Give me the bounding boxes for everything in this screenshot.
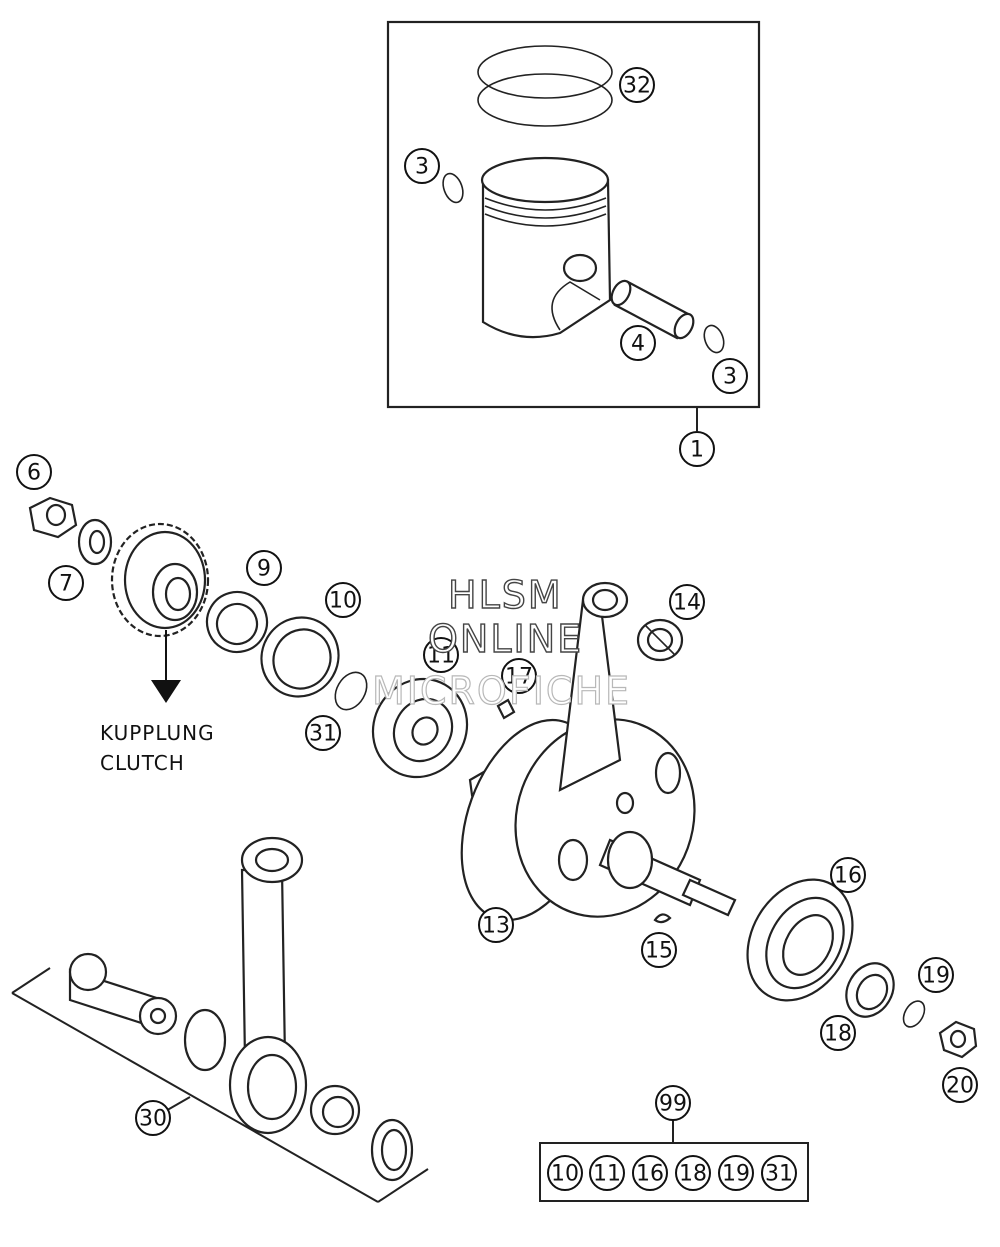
callout-31[interactable]: 31: [305, 715, 341, 751]
svg-text:13: 13: [482, 914, 510, 939]
svg-text:99: 99: [659, 1092, 687, 1117]
svg-text:3: 3: [723, 365, 737, 390]
callout-7[interactable]: 7: [48, 565, 84, 601]
circlip-left: [442, 172, 464, 204]
svg-text:18: 18: [679, 1162, 707, 1187]
main-bearing-left: [371, 677, 469, 779]
callout-3-right[interactable]: 3: [712, 358, 748, 394]
svg-text:15: 15: [645, 939, 673, 964]
svg-text:10: 10: [551, 1162, 579, 1187]
label-clutch: CLUTCH: [100, 751, 185, 775]
washer: [77, 518, 113, 566]
needle-bearing-small-end: [636, 618, 684, 662]
callout-10[interactable]: 10: [325, 582, 361, 618]
svg-text:11: 11: [427, 644, 455, 669]
callout-17[interactable]: 17: [501, 658, 537, 694]
piston-ring-upper: [477, 45, 613, 99]
svg-text:16: 16: [636, 1162, 664, 1187]
svg-text:3: 3: [415, 155, 429, 180]
nut-right: [938, 1020, 978, 1059]
svg-text:31: 31: [765, 1162, 793, 1187]
callout-3-left[interactable]: 3: [404, 148, 440, 184]
svg-text:7: 7: [59, 572, 73, 597]
svg-text:20: 20: [946, 1074, 974, 1099]
shaft-seal: [260, 616, 340, 698]
callout-20[interactable]: 20: [942, 1067, 978, 1103]
watermark-line-2: ONLINE: [428, 617, 583, 661]
svg-text:9: 9: [257, 557, 271, 582]
kit-99-item-18[interactable]: 18: [675, 1155, 711, 1191]
callout-19[interactable]: 19: [918, 957, 954, 993]
svg-text:6: 6: [27, 461, 41, 486]
label-kupplung: KUPPLUNG: [100, 721, 215, 745]
piston-kit-frame: [386, 20, 761, 409]
callout-30[interactable]: 30: [135, 1100, 171, 1136]
piston: [480, 156, 612, 339]
kit-99-item-16[interactable]: 16: [632, 1155, 668, 1191]
svg-text:19: 19: [922, 964, 950, 989]
lock-washer: [902, 1000, 926, 1028]
watermark-line-1: HLSM: [448, 573, 563, 617]
piston-pin: [610, 279, 695, 340]
kit-99-item-11[interactable]: 11: [589, 1155, 625, 1191]
svg-text:10: 10: [329, 589, 357, 614]
svg-text:30: 30: [139, 1107, 167, 1132]
svg-text:18: 18: [824, 1022, 852, 1047]
callout-6[interactable]: 6: [16, 454, 52, 490]
callout-99[interactable]: 99: [655, 1085, 691, 1121]
spacer-ring: [205, 590, 269, 654]
kit-99-item-19[interactable]: 19: [718, 1155, 754, 1191]
svg-text:17: 17: [505, 665, 533, 690]
piston-ring-lower: [477, 73, 613, 127]
callout-18[interactable]: 18: [820, 1015, 856, 1051]
woodruff-key-right: [653, 913, 672, 924]
callout-4[interactable]: 4: [620, 325, 656, 361]
svg-text:11: 11: [593, 1162, 621, 1187]
kit-99-item-10[interactable]: 10: [547, 1155, 583, 1191]
nut: [28, 496, 78, 539]
callout-11[interactable]: 11: [423, 637, 459, 673]
kit-99-item-31[interactable]: 31: [761, 1155, 797, 1191]
callout-1[interactable]: 1: [679, 431, 715, 467]
crankshaft: [460, 581, 737, 922]
callout-13[interactable]: 13: [478, 907, 514, 943]
circlip-right: [703, 324, 725, 354]
kit-99-frame: [539, 1142, 809, 1202]
callout-15[interactable]: 15: [641, 932, 677, 968]
primary-gear: [110, 522, 210, 638]
svg-text:19: 19: [722, 1162, 750, 1187]
arrow-to-clutch-head: [151, 680, 181, 703]
callout-14[interactable]: 14: [669, 584, 705, 620]
conrod-kit: [11, 836, 429, 1203]
woodruff-key-left: [496, 698, 516, 720]
svg-text:1: 1: [690, 438, 704, 463]
spacer-right: [845, 962, 895, 1018]
callout-9[interactable]: 9: [246, 550, 282, 586]
svg-text:4: 4: [631, 332, 645, 357]
watermark: HLSM ONLINE MICROFICHE: [371, 572, 631, 713]
svg-text:32: 32: [623, 74, 651, 99]
piston-kit-group: [386, 20, 761, 409]
svg-text:31: 31: [309, 722, 337, 747]
o-ring: [334, 671, 368, 711]
callout-16[interactable]: 16: [830, 857, 866, 893]
main-bearing-right: [746, 878, 854, 1002]
watermark-line-3: MICROFICHE: [372, 669, 631, 713]
callout-32[interactable]: 32: [619, 67, 655, 103]
svg-text:14: 14: [673, 591, 701, 616]
svg-text:16: 16: [834, 864, 862, 889]
